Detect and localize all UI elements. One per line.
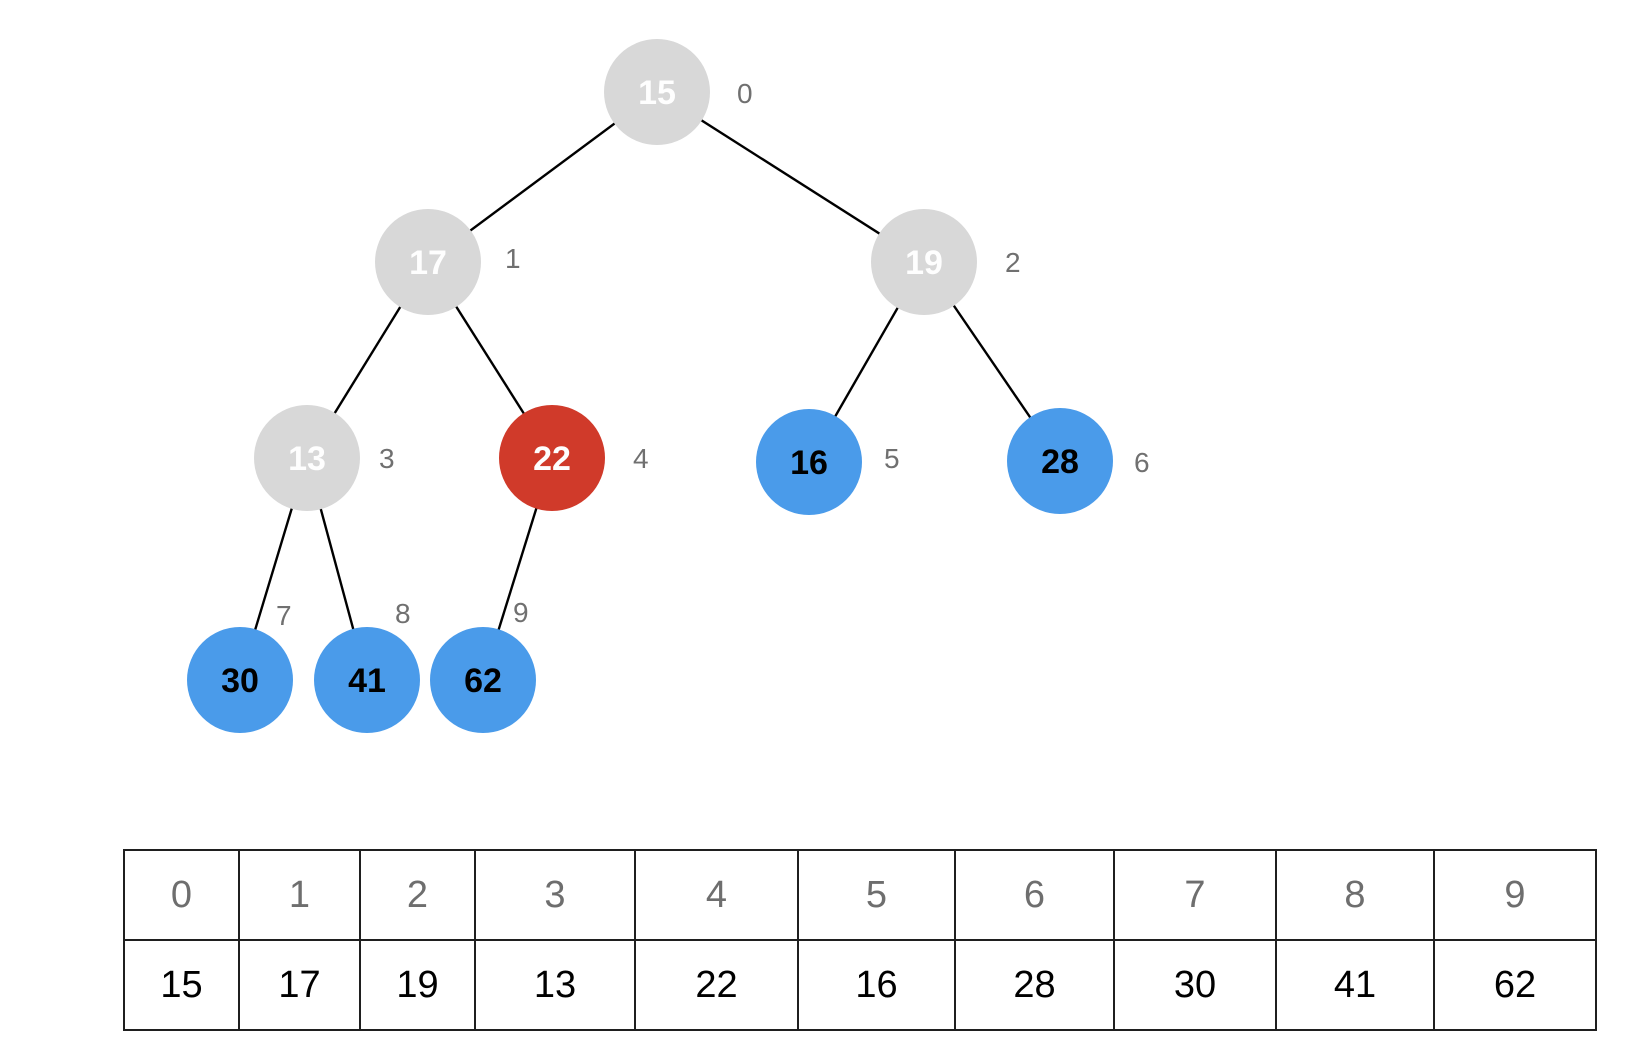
array-index-cell: 7 xyxy=(1113,849,1277,941)
array-index-cell: 5 xyxy=(797,849,956,941)
tree-node-7: 30 xyxy=(187,627,293,733)
tree-node-9: 62 xyxy=(430,627,536,733)
tree-node-circle xyxy=(430,627,536,733)
tree-node-value: 30 xyxy=(221,662,259,700)
array-value-cell: 16 xyxy=(797,939,956,1031)
tree-node-4: 22 xyxy=(499,405,605,511)
array-value-cell: 30 xyxy=(1113,939,1277,1031)
tree-node-circle xyxy=(756,409,862,515)
array-value-cell: 28 xyxy=(954,939,1115,1031)
array-value-cell: 15 xyxy=(123,939,240,1031)
tree-node-index-label: 0 xyxy=(737,78,753,109)
array-index-cell: 9 xyxy=(1433,849,1597,941)
tree-node-circle xyxy=(1007,408,1113,514)
tree-node-index-label: 7 xyxy=(276,600,292,631)
tree-node-value: 17 xyxy=(409,244,447,282)
tree-node-circle xyxy=(871,209,977,315)
tree-node-index-label: 8 xyxy=(395,598,411,629)
tree-node-value: 28 xyxy=(1041,443,1079,481)
binary-tree-diagram: 15 0 17 1 19 2 13 3 22 4 16 5 28 6 30 7 41 8 62 9 xyxy=(187,39,1150,733)
array-value-cell: 19 xyxy=(359,939,476,1031)
array-index-cell: 2 xyxy=(359,849,476,941)
tree-node-5: 16 xyxy=(756,409,862,515)
tree-node-value: 41 xyxy=(348,662,386,700)
tree-node-value: 13 xyxy=(288,440,326,478)
tree-node-index-label: 1 xyxy=(505,243,521,274)
tree-node-index-label: 2 xyxy=(1005,247,1021,278)
tree-node-circle xyxy=(314,627,420,733)
array-value-cell: 17 xyxy=(238,939,361,1031)
tree-node-8: 41 xyxy=(314,627,420,733)
tree-node-value: 22 xyxy=(533,440,571,478)
tree-node-index-label: 9 xyxy=(513,597,529,628)
array-index-cell: 4 xyxy=(634,849,799,941)
tree-node-value: 19 xyxy=(905,244,943,282)
tree-node-value: 62 xyxy=(464,662,502,700)
array-value-cell: 13 xyxy=(474,939,636,1031)
array-value-cell: 62 xyxy=(1433,939,1597,1031)
tree-node-index-label: 6 xyxy=(1134,447,1150,478)
tree-node-6: 28 xyxy=(1007,408,1113,514)
tree-node-3: 13 xyxy=(254,405,360,511)
array-index-cell: 8 xyxy=(1275,849,1435,941)
tree-node-index-label: 5 xyxy=(884,443,900,474)
tree-node-circle xyxy=(187,627,293,733)
tree-node-circle xyxy=(375,209,481,315)
array-index-cell: 1 xyxy=(238,849,361,941)
array-index-cell: 3 xyxy=(474,849,636,941)
tree-node-circle xyxy=(604,39,710,145)
tree-node-0: 15 xyxy=(604,39,710,145)
tree-node-value: 15 xyxy=(638,74,676,112)
array-index-cell: 0 xyxy=(123,849,240,941)
tree-node-index-label: 3 xyxy=(379,443,395,474)
tree-node-circle xyxy=(254,405,360,511)
array-index-cell: 6 xyxy=(954,849,1115,941)
tree-node-2: 19 xyxy=(871,209,977,315)
tree-node-1: 17 xyxy=(375,209,481,315)
tree-node-index-label: 4 xyxy=(633,443,649,474)
tree-node-value: 16 xyxy=(790,444,828,482)
array-value-cell: 22 xyxy=(634,939,799,1031)
array-value-cell: 41 xyxy=(1275,939,1435,1031)
tree-node-circle xyxy=(499,405,605,511)
